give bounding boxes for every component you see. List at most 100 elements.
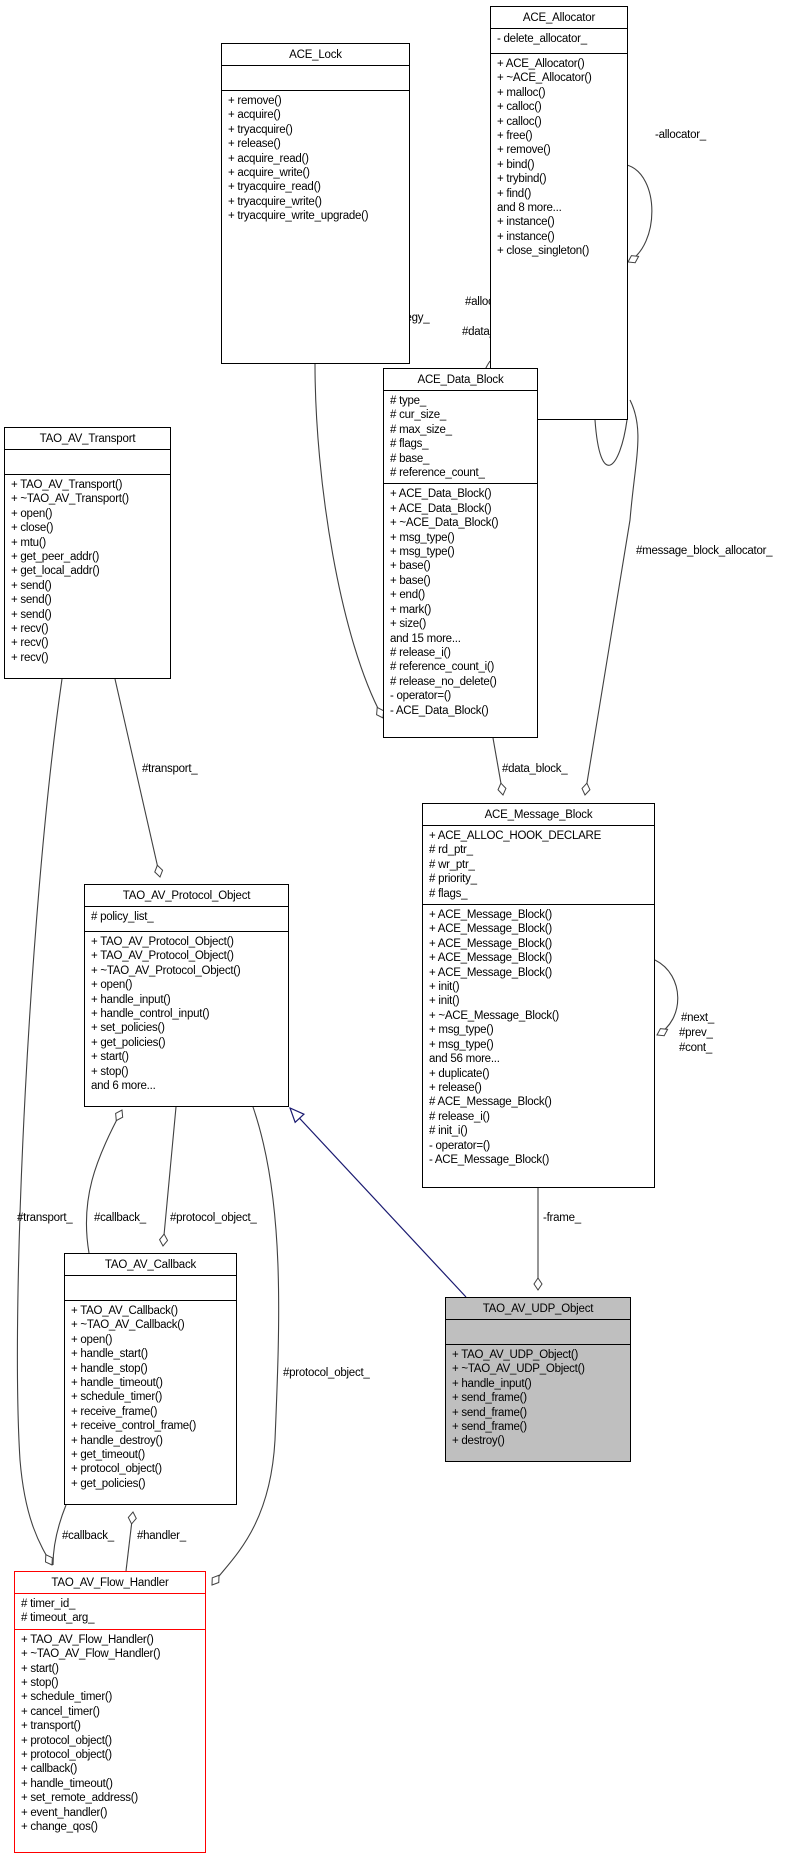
operation: + event_handler() — [21, 1806, 108, 1819]
operations-compartment: + remove()+ acquire()+ tryacquire()+ rel… — [222, 91, 409, 228]
operation: - ACE_Message_Block() — [429, 1153, 550, 1166]
class-ace-allocator[interactable]: ACE_Allocator - delete_allocator_ + ACE_Al… — [490, 6, 628, 420]
operation: + ~TAO_AV_Flow_Handler() — [21, 1648, 161, 1661]
operation: + get_policies() — [71, 1477, 146, 1490]
attribute: # base_ — [390, 452, 430, 465]
operation: + get_peer_addr() — [11, 551, 100, 564]
operation: and 15 more... — [390, 632, 461, 645]
operation: + handle_input() — [91, 993, 171, 1006]
operation: + init() — [429, 995, 460, 1008]
operation: + calloc() — [497, 115, 542, 128]
class-name: ACE_Allocator — [491, 7, 627, 29]
operation: + ACE_Message_Block() — [429, 909, 552, 922]
edge-inheritance — [290, 1108, 467, 1298]
class-tao-av-protocol-object[interactable]: TAO_AV_Protocol_Object # policy_list_ + TA… — [84, 884, 289, 1107]
class-ace-message-block[interactable]: ACE_Message_Block+ ACE_ALLOC_HOOK_DECLAR… — [422, 803, 655, 1188]
operation: + remove() — [497, 144, 551, 157]
operation: + handle_start() — [71, 1348, 148, 1361]
attribute: + ACE_ALLOC_HOOK_DECLARE — [429, 830, 602, 842]
operation: + protocol_object() — [21, 1734, 112, 1747]
operation: + acquire_write() — [228, 167, 310, 180]
attribute: # flags_ — [390, 438, 429, 451]
operation: + release() — [429, 1081, 482, 1094]
label-callback-flow: #callback_ — [62, 1530, 114, 1542]
operation: + handle_input() — [452, 1377, 532, 1390]
operation: + open() — [91, 979, 133, 992]
operation: + ~TAO_AV_Protocol_Object() — [91, 964, 241, 977]
operation: + cancel_timer() — [21, 1705, 100, 1718]
operation: + set_policies() — [91, 1022, 165, 1035]
edge-message-block-self — [654, 959, 679, 1037]
operation: + acquire() — [228, 109, 281, 122]
operation: + msg_type() — [429, 1024, 494, 1037]
operation: + stop() — [91, 1065, 129, 1078]
operation: + msg_type() — [429, 1038, 494, 1051]
class-tao-av-transport[interactable]: TAO_AV_Transport+ TAO_AV_Transport()+ ~T… — [4, 427, 171, 679]
operation: + schedule_timer() — [71, 1391, 163, 1404]
operation: and 6 more... — [91, 1080, 156, 1093]
operation: + release() — [228, 138, 281, 151]
operation: + TAO_AV_Protocol_Object() — [91, 936, 234, 948]
class-ace-lock[interactable]: ACE_Lock + remove()+ acquire()+ tryacquir… — [221, 43, 410, 364]
operation: + callback() — [21, 1763, 78, 1776]
attribute: - delete_allocator_ — [497, 33, 587, 45]
operation: + TAO_AV_Flow_Handler() — [21, 1633, 154, 1646]
operation: + destroy() — [452, 1435, 505, 1448]
attribute: # timeout_arg_ — [21, 1612, 95, 1625]
attribute: # wr_ptr_ — [429, 858, 475, 871]
operation: + recv() — [11, 637, 49, 650]
class-ace-data-block[interactable]: ACE_Data_Block# type_# cur_size_# max_si… — [383, 368, 538, 738]
operation: + send() — [11, 579, 52, 592]
operation: + trybind() — [497, 173, 547, 186]
edge-handler — [125, 1511, 137, 1572]
class-name: TAO_AV_Protocol_Object — [85, 885, 288, 907]
operation: + close_singleton() — [497, 245, 590, 258]
operation: + size() — [390, 618, 427, 631]
operation: + tryacquire_read() — [228, 181, 321, 194]
edge-protocol-object-callback — [158, 1106, 177, 1247]
operation: + TAO_AV_Callback() — [71, 1305, 178, 1317]
label-callback: #callback_ — [94, 1212, 146, 1224]
label-transport-protocol: #transport_ — [142, 763, 198, 775]
operation: # ACE_Message_Block() — [429, 1096, 552, 1109]
operation: + ACE_Allocator() — [497, 58, 585, 70]
operation: + malloc() — [497, 86, 546, 99]
class-name: ACE_Lock — [222, 44, 409, 66]
operation: + TAO_AV_Transport() — [11, 479, 123, 491]
operation: + bind() — [497, 158, 535, 171]
attribute: # max_size_ — [390, 423, 452, 436]
operations-compartment: + TAO_AV_Protocol_Object()+ TAO_AV_Proto… — [85, 932, 288, 1097]
operation: + handle_destroy() — [71, 1434, 163, 1447]
operation: + mark() — [390, 603, 432, 616]
operation: + send_frame() — [452, 1392, 527, 1405]
attributes-compartment — [5, 450, 170, 475]
edge-data-block — [492, 737, 507, 796]
operation: + msg_type() — [390, 546, 455, 559]
operation: # init_i() — [429, 1125, 468, 1138]
operation: - operator=() — [390, 690, 451, 703]
operation: + base() — [390, 574, 431, 587]
attribute: # type_ — [390, 395, 426, 407]
class-tao-av-callback[interactable]: TAO_AV_Callback+ TAO_AV_Callback()+ ~TAO… — [64, 1253, 237, 1505]
operations-compartment: + TAO_AV_Callback()+ ~TAO_AV_Callback()+… — [65, 1301, 236, 1495]
operation: + receive_control_frame() — [71, 1420, 197, 1433]
label-prev: #prev_ — [679, 1027, 713, 1039]
label-protocol-object-flow: #protocol_object_ — [283, 1367, 370, 1379]
operation: + change_qos() — [21, 1821, 98, 1834]
operation: + find() — [497, 187, 532, 200]
class-tao-av-udp-object[interactable]: TAO_AV_UDP_Object+ TAO_AV_UDP_Object()+ … — [445, 1297, 631, 1462]
operation: + send() — [11, 594, 52, 607]
class-name: ACE_Data_Block — [384, 369, 537, 391]
edge-allocator-loop-bottom — [594, 419, 628, 466]
operations-compartment: + ACE_Allocator()+ ~ACE_Allocator()+ mal… — [491, 54, 627, 263]
class-tao-av-flow-handler[interactable]: TAO_AV_Flow_Handler# timer_id_# timeout_… — [14, 1571, 206, 1853]
attribute: # policy_list_ — [91, 911, 154, 923]
operation: + ~ACE_Message_Block() — [429, 1009, 560, 1022]
attributes-compartment: + ACE_ALLOC_HOOK_DECLARE# rd_ptr_# wr_pt… — [423, 826, 654, 906]
class-name: ACE_Message_Block — [423, 804, 654, 826]
attribute: # priority_ — [429, 873, 477, 886]
attributes-compartment: # policy_list_ — [85, 907, 288, 932]
attributes-compartment — [446, 1320, 630, 1345]
operation: + send_frame() — [452, 1421, 527, 1434]
operation: + handle_stop() — [71, 1362, 148, 1375]
